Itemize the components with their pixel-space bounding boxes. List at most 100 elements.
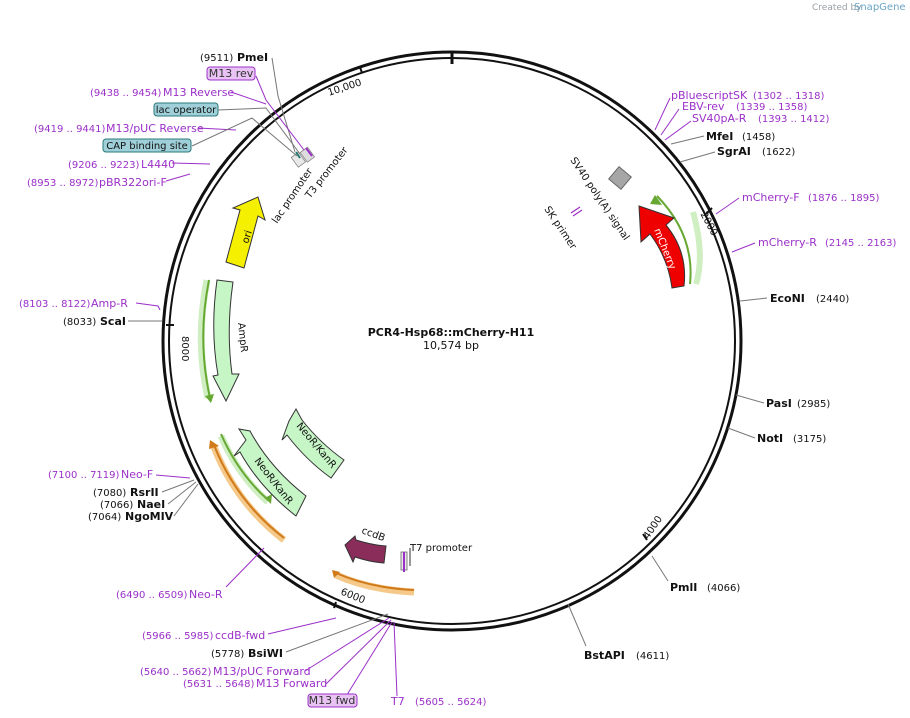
rsrii-position: (7080) — [93, 488, 126, 499]
leader-noti — [727, 427, 756, 439]
credit-created-by: Created by — [812, 3, 862, 13]
leader-pbr322ori-f — [165, 173, 191, 182]
l4440-name: L4440 — [141, 158, 175, 171]
mfei-position: (1458) — [742, 132, 775, 143]
leader-t7 — [393, 621, 398, 697]
leader-pasi — [735, 394, 765, 404]
leader-neo-r — [225, 547, 265, 588]
lac-operator-box — [153, 102, 219, 117]
ebv-rev-position: (1339 .. 1358) — [736, 102, 808, 113]
neor-orange-primer-line — [213, 444, 285, 539]
leader-sv40pa-r — [664, 120, 692, 141]
ccdb-orange-primer-head — [332, 570, 340, 578]
neor-kanr-outer-arrow — [233, 428, 307, 517]
ccdb-fwd-name: ccdB-fwd — [215, 629, 265, 642]
noti-name: NotI — [757, 432, 783, 445]
tick-label-6000: 6000 — [339, 587, 367, 607]
pbluescriptsk-position: (1302 .. 1318) — [753, 91, 825, 102]
pmei-name: PmeI — [237, 51, 268, 64]
leader-m13-puc-forward — [304, 617, 390, 672]
sv40pa-r-position: (1393 .. 1412) — [758, 114, 830, 125]
pbr322ori-f-name: pBR322ori-F — [99, 176, 167, 189]
m13-puc-reverse-name: M13/pUC Reverse — [106, 122, 204, 135]
pbluescriptsk-name: pBluescriptSK — [671, 89, 748, 102]
bsiwi-name: BsiWI — [248, 647, 283, 660]
bsiwi-position: (5778) — [211, 649, 244, 660]
ebv-rev-name: EBV-rev — [682, 100, 725, 113]
ccdb-fwd-position: (5966 .. 5985) — [142, 631, 214, 642]
m13-puc-reverse-position: (9419 .. 9441) — [34, 124, 106, 135]
sgrai-name: SgrAI — [717, 145, 751, 158]
mcherry-f-name: mCherry-F — [742, 191, 800, 204]
leader-amp-r — [135, 302, 161, 311]
leader-mfei — [670, 135, 705, 145]
pmei-position: (9511) — [200, 53, 233, 64]
plasmid-name: PCR4-Hsp68::mCherry-H11 — [368, 326, 534, 339]
cap-binding-site-label: CAP binding site — [106, 141, 188, 152]
econi-position: (2440) — [816, 294, 849, 305]
neo-f-name: Neo-F — [121, 468, 153, 481]
t7-promoter-feature: T7 promoter — [400, 543, 473, 572]
tick-label-4000: 4000 — [642, 514, 665, 541]
ampr-label: AmpR — [235, 322, 249, 353]
pmli-position: (4066) — [707, 583, 740, 594]
leader-bstapi — [567, 603, 587, 647]
leader-ccdb-fwd — [267, 617, 337, 635]
t7-name: T7 — [390, 695, 405, 708]
m13-reverse-position: (9438 .. 9454) — [90, 88, 162, 99]
lac-operator-label: lac operator — [156, 105, 217, 116]
leader-m13-reverse — [230, 91, 267, 105]
leader-sgrai — [679, 151, 716, 163]
ori-arrow — [225, 196, 266, 269]
ngomiv-position: (7064) — [88, 512, 121, 523]
leader-m13-rev — [255, 75, 305, 151]
tick-mark-10000 — [359, 66, 363, 74]
neor-kanr-inner-feature: NeoR/KanR — [281, 407, 345, 479]
mcherry-r-name: mCherry-R — [758, 236, 817, 249]
noti-position: (3175) — [793, 434, 826, 445]
leader-pbluescriptsk — [654, 97, 671, 131]
neor-green-primer-line — [220, 433, 269, 501]
ampr-green-primer-bg — [197, 279, 212, 399]
leader-lac-operator — [217, 107, 301, 155]
ccdb-orange-primer-line — [335, 572, 415, 591]
tick-mark-4000 — [642, 533, 648, 541]
neo-r-position: (6490 .. 6509) — [116, 590, 188, 601]
m13-forward-position: (5631 .. 5648) — [183, 679, 255, 690]
neor-orange-primer-head — [209, 440, 219, 449]
leader-neo-f — [155, 474, 191, 479]
ori-label: ori — [240, 229, 254, 245]
tick-label-10000: 10,000 — [326, 77, 363, 98]
t7-promoter-label: T7 promoter — [409, 543, 473, 554]
ampr-green-primer-head — [205, 394, 214, 403]
econi-name: EcoNI — [770, 292, 805, 305]
neor-kanr-inner-arrow — [281, 407, 345, 479]
leader-mcherry-f — [715, 197, 740, 215]
m13-reverse-name: M13 Reverse — [163, 86, 234, 99]
bstapi-name: BstAPI — [584, 649, 625, 662]
mcherry-r-position: (2145 .. 2163) — [825, 238, 897, 249]
mcherry-green-primer-line — [656, 195, 692, 285]
tick-label-8000: 8000 — [179, 336, 190, 361]
m13-rev-box — [206, 66, 256, 81]
leader-naei — [167, 481, 197, 505]
scai-name: ScaI — [100, 315, 126, 328]
m13-puc-forward-name: M13/pUC Forward — [213, 665, 311, 678]
cap-binding-site-box — [102, 138, 192, 153]
ampr-feature: AmpR — [197, 279, 249, 403]
m13-rev-label: M13 rev — [209, 67, 254, 80]
sv40-polya-feature: SV40 poly(A) signal SK primer — [542, 156, 632, 252]
leader-mcherry-r — [731, 242, 756, 253]
amp-r-name: Amp-R — [91, 297, 128, 310]
m13-forward-name: M13 Forward — [256, 677, 327, 690]
leader-ngomiv — [173, 483, 199, 517]
ampr-green-primer-line — [202, 279, 211, 399]
ngomiv-name: NgoMIV — [125, 510, 174, 523]
plasmid-length: 10,574 bp — [423, 339, 479, 352]
sk-primer-mark-2 — [572, 209, 583, 217]
t7-position: (5605 .. 5624) — [415, 697, 487, 708]
tick-mark-6000 — [333, 601, 337, 609]
leader-cap-binding-site — [191, 117, 298, 157]
leader-rsrii — [161, 479, 195, 493]
